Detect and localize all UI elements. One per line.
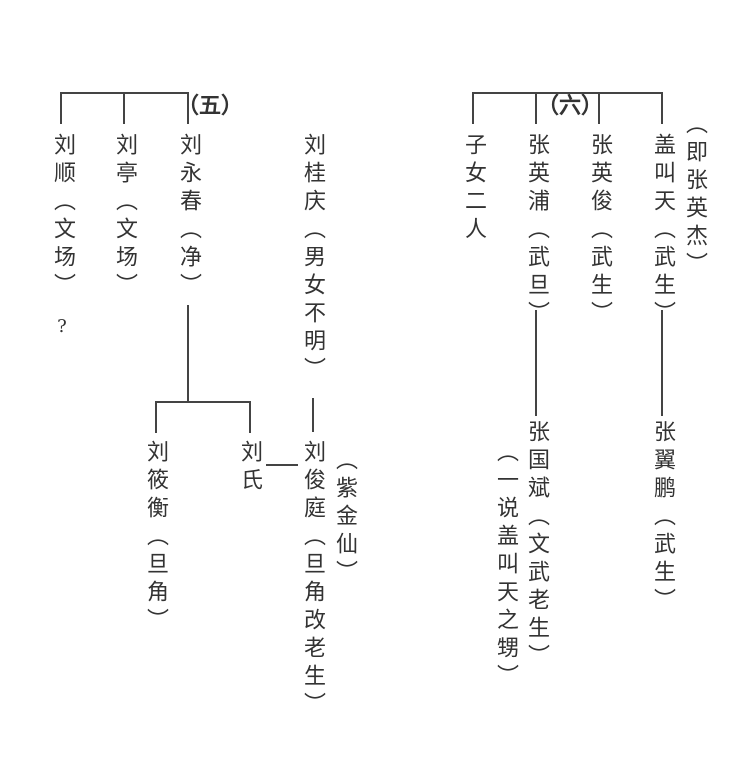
tree-line bbox=[661, 310, 663, 416]
person-liu-guiqing: 刘桂庆（男女不明） bbox=[300, 133, 325, 385]
tree-line bbox=[598, 92, 600, 124]
person-zhang-guobin: 张国斌（文武老生） bbox=[524, 420, 549, 672]
section-6-title: （六） bbox=[536, 93, 604, 119]
tree-line bbox=[187, 305, 189, 402]
tree-line bbox=[312, 398, 314, 432]
person-zhang-yingjun: 张英俊（武生） bbox=[587, 133, 612, 329]
person-liu-shun-note: ? bbox=[57, 316, 67, 337]
marriage-line bbox=[266, 464, 298, 466]
person-zhang-yingpu: 张英浦（武旦） bbox=[524, 133, 549, 329]
person-zhang-guobin-note: （一说盖叫天之甥） bbox=[493, 440, 518, 692]
person-liu-xiaoheng: 刘筱衡（旦角） bbox=[143, 440, 168, 636]
tree-line bbox=[472, 92, 474, 124]
tree-line bbox=[155, 401, 251, 403]
person-liu-yongchun: 刘永春（净） bbox=[176, 133, 201, 301]
person-zhang-yipeng: 张翼鹏（武生） bbox=[650, 420, 675, 616]
person-gai-jiaotian-alias: （即张英杰） bbox=[682, 112, 707, 280]
tree-line bbox=[535, 92, 537, 124]
tree-line bbox=[155, 401, 157, 433]
tree-line bbox=[60, 92, 62, 124]
tree-line bbox=[123, 92, 125, 124]
person-liu-junting-alias: （紫金仙） bbox=[332, 448, 357, 588]
person-liu-shun: 刘顺（文场） bbox=[50, 133, 75, 301]
tree-line bbox=[249, 401, 251, 433]
tree-line bbox=[661, 92, 663, 124]
person-liu-junting: 刘俊庭（旦角改老生） bbox=[300, 440, 325, 720]
tree-line bbox=[535, 310, 537, 416]
person-liu-ting: 刘亭（文场） bbox=[112, 133, 137, 301]
person-gai-jiaotian: 盖叫天（武生） bbox=[650, 133, 675, 329]
children-two: 子女二人 bbox=[461, 133, 486, 245]
tree-line bbox=[472, 92, 663, 94]
person-liu-shi: 刘氏 bbox=[237, 440, 262, 496]
tree-line bbox=[187, 92, 189, 124]
